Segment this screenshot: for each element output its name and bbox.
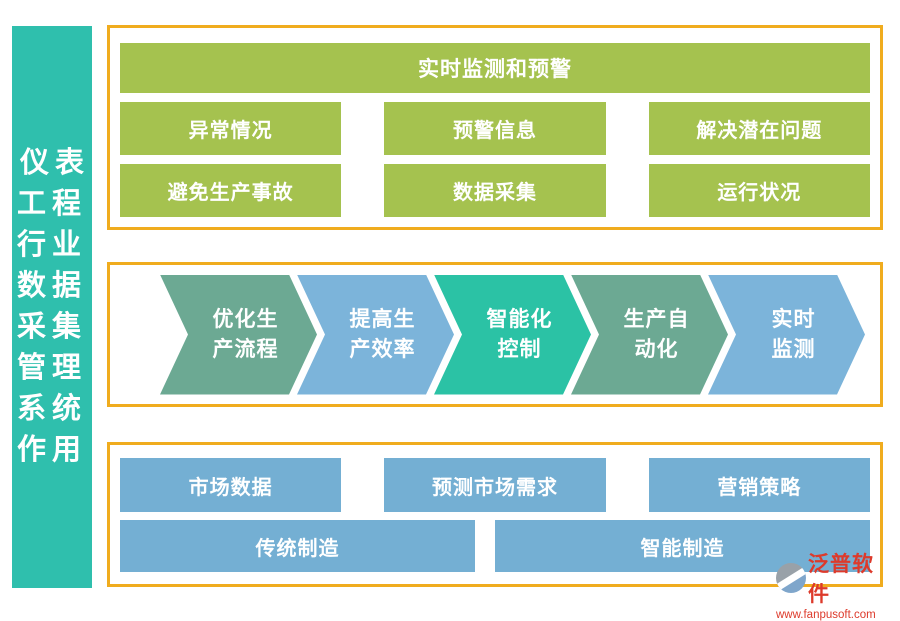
box-traditional-manufacturing: 传统制造 bbox=[120, 520, 475, 572]
market-row-1: 市场数据 预测市场需求 营销策略 bbox=[120, 458, 870, 512]
box-market-data: 市场数据 bbox=[120, 458, 342, 512]
market-row-2: 传统制造 智能制造 bbox=[120, 520, 870, 572]
chevron-arrow-icon: 优化生 产流程 bbox=[160, 274, 317, 395]
chevron-arrow-icon: 实时 监测 bbox=[708, 274, 865, 395]
logo-row: 泛普软件 bbox=[776, 548, 892, 608]
step-production-automation: 生产自 动化 bbox=[571, 274, 728, 395]
sidebar: 仪表 工程 行业 数据 采集 管理 系统 作用 bbox=[12, 26, 92, 588]
box-marketing-strategy: 营销策略 bbox=[648, 458, 870, 512]
box-data-collection: 数据采集 bbox=[384, 164, 606, 217]
panel-market: 市场数据 预测市场需求 营销策略 传统制造 智能制造 bbox=[107, 442, 883, 587]
monitoring-row-2: 避免生产事故 数据采集 运行状况 bbox=[120, 164, 870, 217]
box-realtime-monitoring-warning: 实时监测和预警 bbox=[120, 43, 870, 93]
logo-name: 泛普软件 bbox=[808, 552, 874, 606]
box-abnormal-situation: 异常情况 bbox=[120, 102, 342, 155]
box-warning-info: 预警信息 bbox=[384, 102, 606, 155]
step-optimize-production-process: 优化生 产流程 bbox=[160, 274, 317, 395]
chevron-arrow-icon: 智能化 控制 bbox=[434, 274, 591, 395]
box-avoid-accidents: 避免生产事故 bbox=[120, 164, 342, 217]
box-smart-manufacturing: 智能制造 bbox=[495, 520, 870, 572]
watermark-logo: 泛普软件 www.fanpusoft.com bbox=[776, 548, 892, 621]
panel-process-flow: 优化生 产流程 提高生 产效率 智能化 控制 生产自 动化 实时 监测 bbox=[107, 262, 883, 407]
step-realtime-monitoring: 实时 监测 bbox=[708, 274, 865, 395]
chevron-arrow-icon: 生产自 动化 bbox=[571, 274, 728, 395]
monitoring-row-1: 异常情况 预警信息 解决潜在问题 bbox=[120, 102, 870, 155]
box-forecast-market-demand: 预测市场需求 bbox=[384, 458, 606, 512]
step-intelligent-control: 智能化 控制 bbox=[434, 274, 591, 395]
box-running-status: 运行状况 bbox=[648, 164, 870, 217]
chevron-arrow-icon: 提高生 产效率 bbox=[297, 274, 454, 395]
logo-url: www.fanpusoft.com bbox=[776, 609, 876, 621]
page-title: 仪表 工程 行业 数据 采集 管理 系统 作用 bbox=[16, 147, 90, 466]
panel-monitoring: 实时监测和预警 异常情况 预警信息 解决潜在问题 避免生产事故 数据采集 运行状… bbox=[107, 25, 883, 230]
box-solve-potential-issues: 解决潜在问题 bbox=[648, 102, 870, 155]
step-improve-production-efficiency: 提高生 产效率 bbox=[297, 274, 454, 395]
fanpu-logo-icon bbox=[776, 563, 806, 593]
